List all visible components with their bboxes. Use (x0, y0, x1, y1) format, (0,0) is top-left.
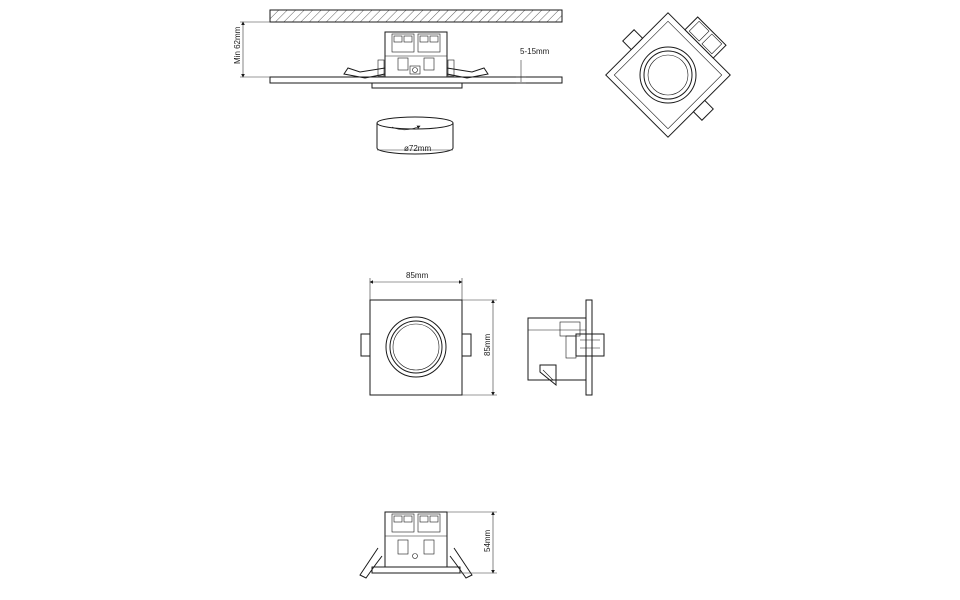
cutout-diameter-label: ø72mm (404, 144, 431, 153)
height-label: 85mm (483, 333, 492, 356)
min-height-label: Min 62mm (233, 26, 242, 64)
width-label: 85mm (406, 271, 429, 280)
side-view (527, 299, 605, 396)
cutout-cylinder: ø72mm (376, 116, 454, 155)
bottom-side-view: 54mm (359, 511, 497, 579)
installation-side-view: Min 62mm 5-15mm (233, 9, 563, 89)
ceiling-slab (269, 9, 563, 23)
isometric-view (605, 12, 731, 138)
ceiling-thickness-label: 5-15mm (520, 47, 550, 56)
front-view: 85mm 85mm (360, 271, 497, 396)
depth-label: 54mm (483, 529, 492, 552)
ceiling-board (269, 76, 563, 84)
